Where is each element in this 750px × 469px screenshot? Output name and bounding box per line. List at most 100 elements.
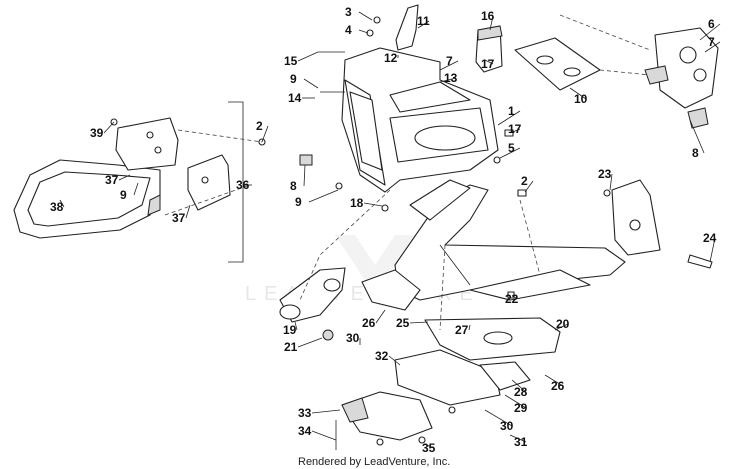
callout-leader-11 xyxy=(417,20,430,29)
callout-leader-7 xyxy=(439,60,459,71)
part-16 xyxy=(475,25,503,73)
skid-plate-27 xyxy=(424,317,561,361)
callout-1: 1 xyxy=(508,104,515,118)
callout-33: 33 xyxy=(298,406,312,420)
latch-assembly-6 xyxy=(644,27,719,109)
callout-9: 9 xyxy=(295,195,302,209)
callout-leader-34 xyxy=(311,430,337,441)
bumper-bracket-37-lower xyxy=(187,154,231,211)
callout-leader-37 xyxy=(118,174,131,181)
credit-text: Rendered by LeadVenture, Inc. xyxy=(298,456,450,468)
callout-26: 26 xyxy=(551,379,565,393)
callout-36: 36 xyxy=(236,178,250,192)
callout-leader-3 xyxy=(358,11,373,21)
callout-leader-9 xyxy=(308,189,339,203)
bracket-23 xyxy=(611,179,661,256)
callout-leader-26 xyxy=(544,374,564,387)
bolt-24 xyxy=(687,254,713,269)
callout-7: 7 xyxy=(708,35,715,49)
plate-29 xyxy=(479,361,531,391)
callout-leader-18 xyxy=(363,202,383,207)
callout-22: 22 xyxy=(505,292,519,306)
callout-23: 23 xyxy=(598,167,612,181)
front-bulkhead-1 xyxy=(341,47,499,193)
front-bumper-38 xyxy=(13,159,161,239)
callout-39: 39 xyxy=(90,126,104,140)
plate-10 xyxy=(514,37,601,91)
assembly-bracket-36 xyxy=(228,101,244,263)
callout-16: 16 xyxy=(481,9,495,23)
bracket-11 xyxy=(395,4,419,51)
callout-leader-8 xyxy=(303,164,306,187)
callout-leader-6 xyxy=(699,23,721,41)
callout-leader-10 xyxy=(569,87,587,100)
callout-7: 7 xyxy=(446,54,453,68)
callout-leader-19 xyxy=(294,321,298,331)
callout-leader-16 xyxy=(489,15,494,31)
callout-leader-17 xyxy=(484,59,494,65)
callout-leader-5 xyxy=(499,147,521,159)
callout-leader-20 xyxy=(554,323,569,331)
callout-3: 3 xyxy=(345,5,352,19)
callout-27: 27 xyxy=(455,323,469,337)
callout-leader-24 xyxy=(709,237,716,263)
callout-leader-7 xyxy=(704,41,721,53)
support-19 xyxy=(279,267,346,323)
callout-leader-30 xyxy=(484,409,513,427)
callout-leader-23 xyxy=(609,173,613,191)
callout-13: 13 xyxy=(444,71,458,85)
callout-leader-1 xyxy=(497,110,521,126)
callout-12: 12 xyxy=(384,51,398,65)
callout-2: 2 xyxy=(256,119,263,133)
callout-17: 17 xyxy=(481,57,495,71)
callout-leader-31 xyxy=(509,434,527,443)
guard-33 xyxy=(341,391,433,441)
callout-14: 14 xyxy=(288,91,302,105)
callout-leader-17 xyxy=(509,128,521,134)
callout-37: 37 xyxy=(105,173,119,187)
callout-leader-28 xyxy=(511,379,527,393)
callout-31: 31 xyxy=(514,435,528,449)
callout-17: 17 xyxy=(508,122,522,136)
callout-leader-21 xyxy=(297,337,323,348)
callout-leader-35 xyxy=(423,443,435,449)
callout-10: 10 xyxy=(574,92,588,106)
main-chassis-frame xyxy=(394,179,626,301)
callout-leader-22 xyxy=(511,294,518,300)
callout-28: 28 xyxy=(514,385,528,399)
callout-8: 8 xyxy=(290,179,297,193)
callout-30: 30 xyxy=(346,331,360,345)
callout-leader-15 xyxy=(297,51,319,62)
callout-38: 38 xyxy=(50,200,64,214)
callout-11: 11 xyxy=(417,14,430,28)
callout-leader-9 xyxy=(133,182,139,196)
callout-leader-26 xyxy=(375,309,386,324)
callout-leader-37 xyxy=(185,204,191,219)
callout-24: 24 xyxy=(703,231,717,245)
callout-25: 25 xyxy=(396,316,410,330)
callout-18: 18 xyxy=(350,196,364,210)
callout-leader-25 xyxy=(409,321,429,324)
callout-37: 37 xyxy=(172,211,186,225)
callout-leader-2 xyxy=(261,125,269,143)
callout-8: 8 xyxy=(692,146,699,160)
callout-20: 20 xyxy=(556,317,570,331)
callout-21: 21 xyxy=(284,340,298,354)
callout-30: 30 xyxy=(500,419,514,433)
callout-29: 29 xyxy=(514,401,528,415)
callout-leader-38 xyxy=(59,199,65,208)
callout-leader-27 xyxy=(468,324,471,331)
callout-2: 2 xyxy=(521,174,528,188)
callout-9: 9 xyxy=(290,72,297,86)
callout-26: 26 xyxy=(362,316,376,330)
callout-4: 4 xyxy=(345,23,352,37)
watermark-logo xyxy=(335,235,415,295)
callout-leader-33 xyxy=(311,409,341,414)
callout-19: 19 xyxy=(283,323,297,337)
bumper-bracket-37-upper xyxy=(115,117,179,171)
bushing-20 xyxy=(322,329,334,341)
callout-leader-8 xyxy=(689,119,705,154)
callout-15: 15 xyxy=(284,54,298,68)
